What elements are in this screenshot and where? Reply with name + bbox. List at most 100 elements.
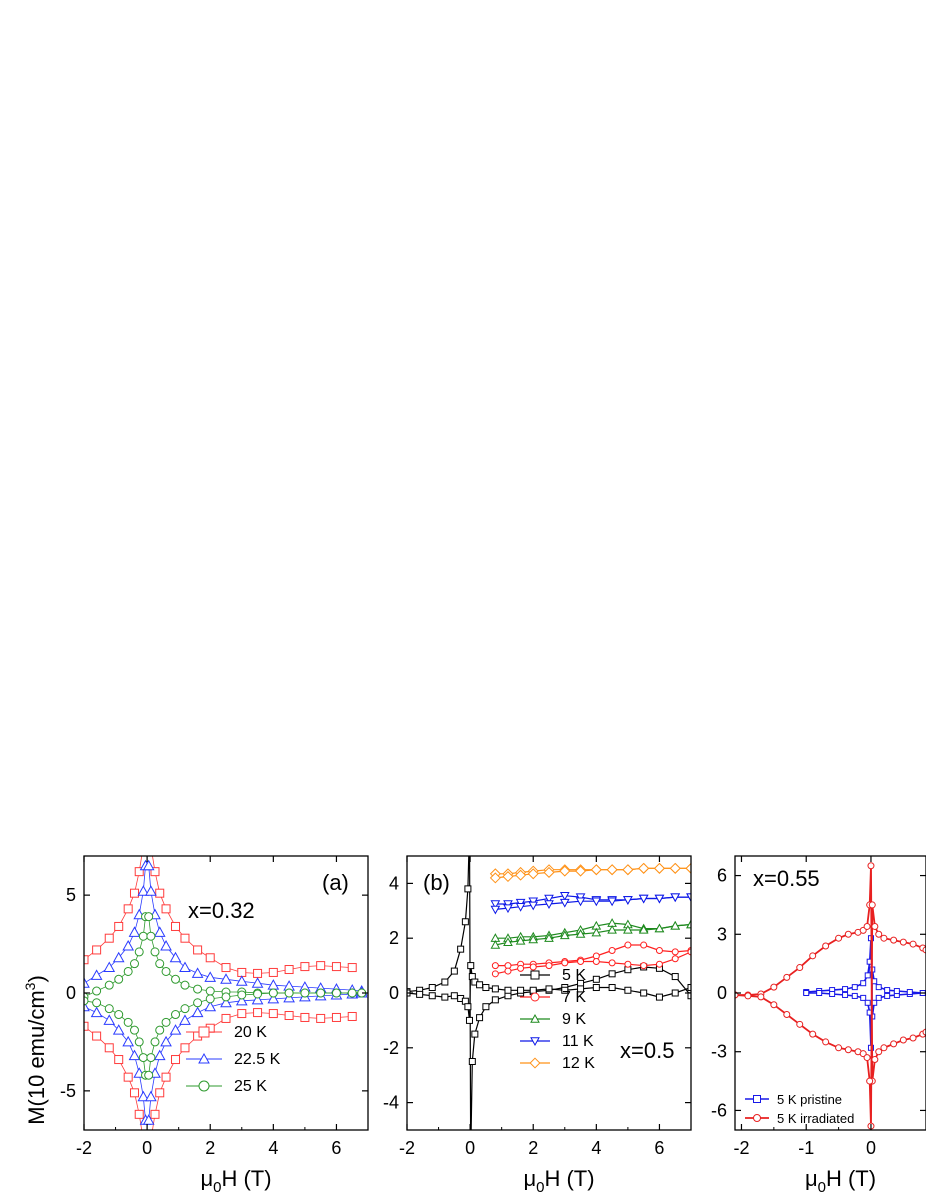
data-point <box>893 988 900 995</box>
data-point <box>155 888 165 898</box>
data-point <box>607 924 617 934</box>
data-point <box>577 957 585 965</box>
data-point <box>193 998 203 1008</box>
series-line-lower <box>84 992 362 1121</box>
data-point <box>608 947 616 955</box>
data-point <box>142 813 150 821</box>
data-point <box>347 963 357 973</box>
data-point <box>179 1014 191 1025</box>
data-point <box>638 862 650 874</box>
data-point <box>180 933 190 943</box>
series-line-upper <box>407 856 691 1130</box>
data-point <box>875 994 882 1001</box>
y-tick-label: -6 <box>711 1100 727 1120</box>
data-point <box>687 992 691 1000</box>
data-point <box>142 1165 150 1173</box>
data-point <box>608 984 616 992</box>
y-tick-label: 0 <box>717 983 727 1003</box>
data-point <box>193 945 203 955</box>
legend-marker <box>530 992 540 1002</box>
data-point <box>744 992 752 1000</box>
legend-item: 20 K <box>186 1024 267 1041</box>
y-tick-label: 5 <box>66 885 76 905</box>
series-5-K <box>407 856 691 1130</box>
data-point <box>842 991 849 998</box>
data-point <box>783 973 791 981</box>
data-point <box>638 894 649 904</box>
data-point <box>829 990 836 997</box>
series-12-K <box>489 862 691 884</box>
data-point <box>863 1054 871 1062</box>
data-point <box>489 872 501 884</box>
data-point <box>860 980 867 987</box>
data-point <box>129 959 139 969</box>
x-axis-title: μ0H (T) <box>200 1166 271 1196</box>
x-axis-title: μ0H (T) <box>805 1166 876 1196</box>
data-point <box>871 922 879 930</box>
data-point <box>864 972 871 979</box>
data-point <box>180 1004 190 1014</box>
data-point <box>268 988 278 998</box>
legend-marker <box>529 1057 541 1069</box>
data-point <box>543 866 555 878</box>
y-tick-label: -2 <box>383 1038 399 1058</box>
data-point <box>92 986 102 996</box>
data-point <box>809 1030 817 1038</box>
legend-label: 11 K <box>562 1033 594 1050</box>
y-tick-label: 4 <box>389 873 399 893</box>
y-tick-label: 6 <box>717 866 727 886</box>
x-tick-label: -2 <box>76 1138 92 1158</box>
data-point <box>844 930 852 938</box>
data-point <box>450 992 458 1000</box>
data-point <box>868 901 876 909</box>
plot-area <box>735 862 926 1130</box>
data-point <box>504 986 512 994</box>
data-point <box>253 1008 263 1018</box>
data-point <box>490 900 501 909</box>
data-point <box>503 900 513 909</box>
y-tick-label: 0 <box>389 983 399 1003</box>
series-line-lower <box>84 1012 353 1130</box>
data-point <box>544 900 554 909</box>
legend: 5 K7 K9 K11 K12 K <box>520 967 595 1072</box>
data-point <box>204 971 217 982</box>
data-point <box>123 966 133 976</box>
data-point <box>809 952 817 960</box>
legend-marker <box>198 1080 210 1092</box>
data-point <box>137 885 150 896</box>
data-point <box>122 939 135 951</box>
data-point <box>687 948 691 956</box>
data-point <box>515 935 526 945</box>
data-point <box>909 940 917 948</box>
data-point <box>171 1010 181 1020</box>
data-point <box>253 968 263 978</box>
data-point <box>482 1003 490 1011</box>
data-point <box>559 898 570 908</box>
data-point <box>235 975 248 986</box>
x-tick-label: 2 <box>528 1138 538 1158</box>
data-point <box>90 1006 103 1018</box>
data-point <box>146 931 156 941</box>
data-point <box>138 1053 148 1063</box>
data-point <box>84 955 89 965</box>
data-point <box>138 931 148 941</box>
series-5-K-pristine <box>803 935 926 1051</box>
data-point <box>880 934 888 942</box>
data-point <box>155 1088 165 1098</box>
data-point <box>529 986 537 994</box>
data-point <box>251 993 264 1005</box>
data-point <box>559 865 571 877</box>
y-tick-label: -5 <box>60 1081 76 1101</box>
data-point <box>150 1109 160 1119</box>
data-point <box>655 993 663 1001</box>
legend-marker <box>753 1114 761 1122</box>
data-point <box>502 871 514 883</box>
data-point <box>161 1017 171 1027</box>
data-point <box>128 926 141 937</box>
legend-item: 11 K <box>520 1033 594 1050</box>
data-point <box>622 864 634 876</box>
data-point <box>316 961 326 971</box>
data-point <box>860 994 867 1001</box>
data-point <box>638 924 649 934</box>
data-point <box>104 980 114 990</box>
